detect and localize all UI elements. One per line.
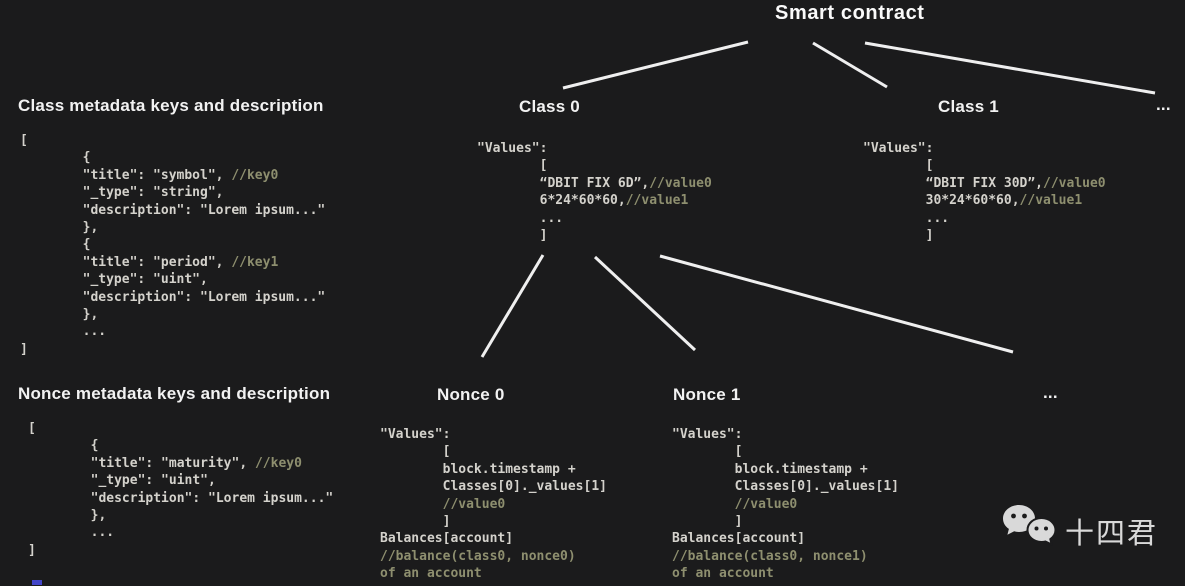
watermark: 十四君 bbox=[1002, 503, 1158, 558]
class0-values-code-block: "Values": [ “DBIT FIX 6D”,//value0 6*24*… bbox=[477, 141, 712, 244]
diagram-title: Smart contract bbox=[775, 2, 925, 24]
classes-more-ellipsis: ... bbox=[1156, 95, 1171, 114]
watermark-text: 十四君 bbox=[1065, 517, 1159, 550]
nonces-more-ellipsis: ... bbox=[1043, 383, 1058, 402]
connector-contract-class0 bbox=[562, 40, 749, 90]
connector-class0-nonces-more bbox=[659, 254, 1014, 354]
nonce-metadata-code-block: [ { "title": "maturity", //key0 "_type":… bbox=[28, 421, 334, 558]
class1-values-code-block: "Values": [ “DBIT FIX 30D”,//value0 30*2… bbox=[863, 141, 1106, 244]
nonce0-values-code-block: "Values": [ block.timestamp + Classes[0]… bbox=[380, 427, 607, 582]
class-metadata-code-block: [ { "title": "symbol", //key0 "_type": "… bbox=[20, 133, 326, 357]
nonce-metadata-heading: Nonce metadata keys and description bbox=[18, 384, 331, 403]
connector-class0-nonce0 bbox=[480, 254, 545, 358]
class0-heading: Class 0 bbox=[519, 97, 580, 116]
nonce0-heading: Nonce 0 bbox=[437, 385, 505, 404]
blue-cursor-mark bbox=[32, 580, 42, 585]
connector-contract-classes-more bbox=[864, 41, 1156, 95]
class1-heading: Class 1 bbox=[938, 97, 999, 116]
nonce1-values-code-block: "Values": [ block.timestamp + Classes[0]… bbox=[672, 427, 899, 582]
nonce1-heading: Nonce 1 bbox=[673, 385, 741, 404]
wechat-icon bbox=[1002, 503, 1057, 558]
connector-contract-class1 bbox=[812, 41, 888, 89]
class-metadata-heading: Class metadata keys and description bbox=[18, 96, 324, 115]
connector-class0-nonce1 bbox=[593, 255, 697, 352]
